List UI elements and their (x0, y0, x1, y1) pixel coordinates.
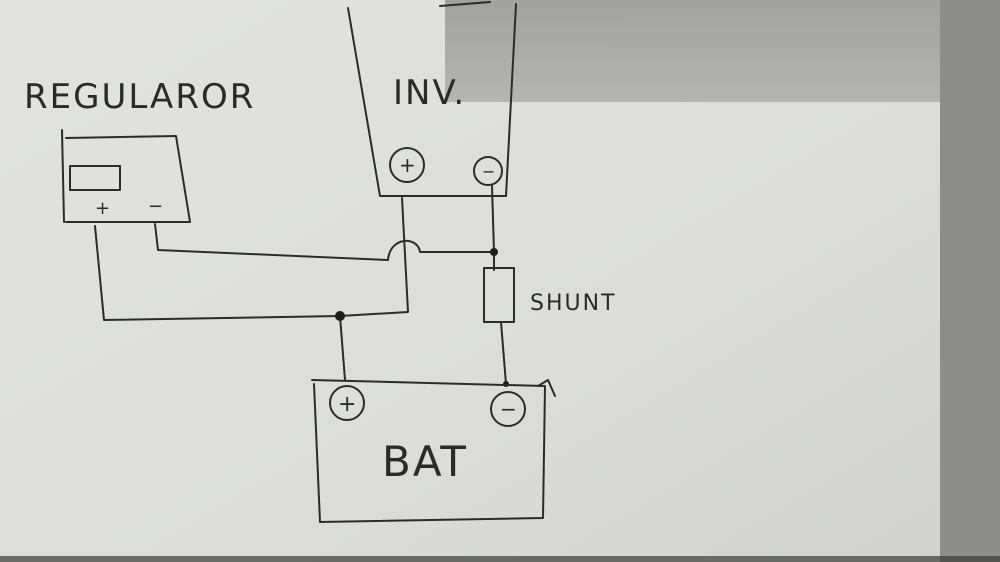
regulator-box (61, 129, 191, 223)
regulator-label: REGULAROR (24, 77, 255, 117)
junction-dot-negative (490, 248, 498, 256)
battery-minus-terminal-icon: − (490, 391, 526, 427)
junction-dot-positive (335, 311, 345, 321)
battery-box (311, 379, 556, 523)
battery-label: BAT (382, 437, 468, 486)
regulator-minus-wire (154, 223, 495, 261)
battery-plus-terminal-icon: + (329, 385, 365, 421)
regulator-display-icon (69, 165, 121, 191)
svg-text:−: − (500, 397, 519, 421)
wall-strip (940, 0, 1000, 562)
battery-plus-wire (339, 315, 346, 381)
paper-shadow (445, 0, 940, 102)
shunt-to-battery-wire (500, 321, 507, 385)
shunt-body (483, 267, 515, 323)
inverter-plus-terminal-icon: + (389, 147, 425, 183)
inverter-box (347, 1, 517, 197)
inverter-minus-terminal-icon: − (473, 156, 503, 186)
regulator-minus-label: − (148, 196, 165, 217)
svg-text:+: + (399, 153, 418, 177)
shunt-label: SHUNT (530, 291, 617, 316)
regulator-plus-label: + (95, 198, 112, 219)
svg-text:+: + (338, 392, 358, 417)
svg-text:−: − (482, 162, 497, 181)
inverter-label: INV. (393, 73, 466, 113)
bottom-shade (0, 556, 1000, 562)
